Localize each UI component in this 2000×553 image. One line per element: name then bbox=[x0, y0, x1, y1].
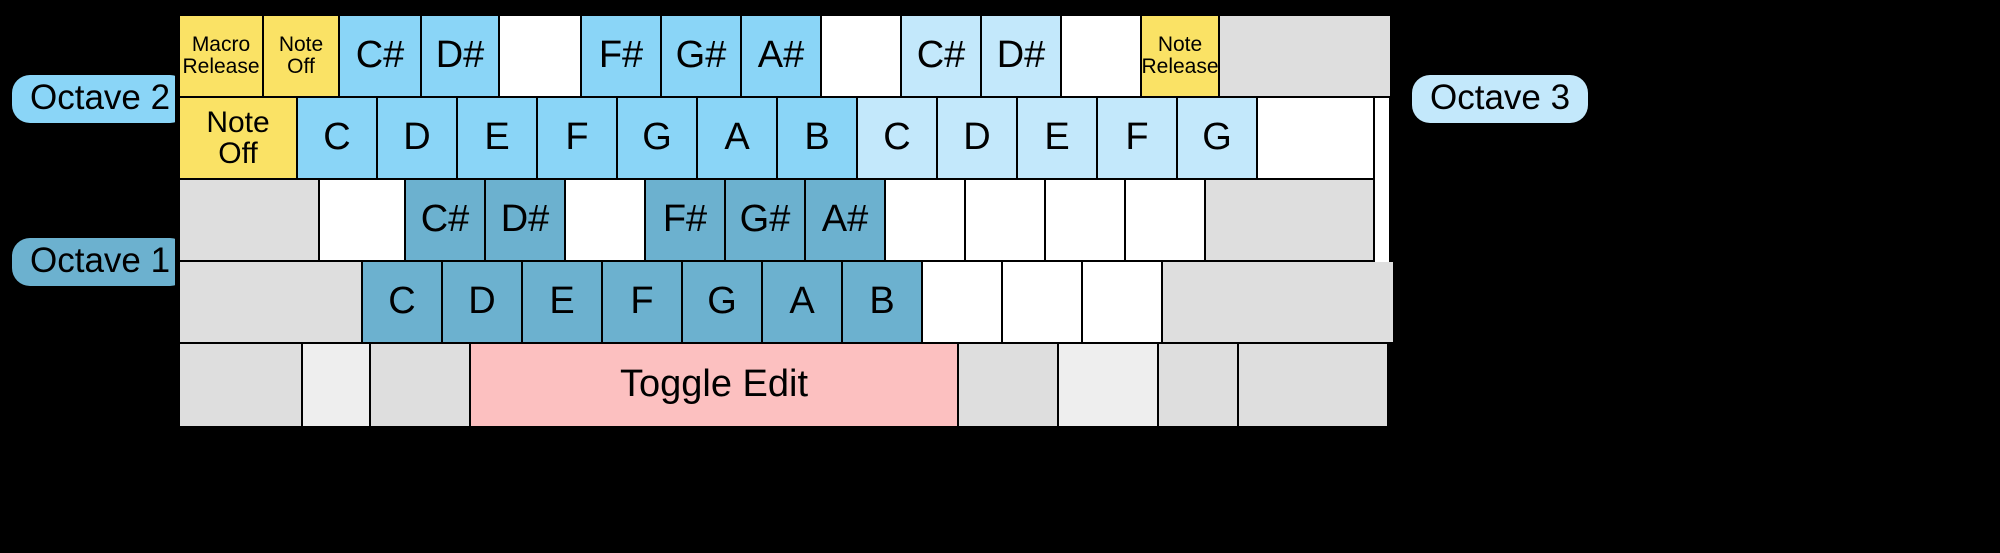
key-blank[interactable] bbox=[1163, 262, 1395, 344]
key-blank[interactable] bbox=[303, 344, 371, 426]
key-blank[interactable] bbox=[923, 262, 1003, 344]
key-blank[interactable] bbox=[500, 16, 582, 98]
key-asharp[interactable]: A# bbox=[742, 16, 822, 98]
row-home: C#D# F#G#A# bbox=[178, 180, 1395, 262]
octave-label-right-upper: Octave 3 bbox=[1412, 75, 1589, 123]
key-g[interactable]: G bbox=[1178, 98, 1258, 180]
key-blank[interactable] bbox=[1062, 16, 1142, 98]
key-blank[interactable] bbox=[178, 344, 303, 426]
key-d[interactable]: D bbox=[443, 262, 523, 344]
key-blank[interactable] bbox=[1083, 262, 1163, 344]
key-note-off[interactable]: Note Off bbox=[264, 16, 340, 98]
key-f[interactable]: F bbox=[538, 98, 618, 180]
key-c[interactable]: C bbox=[298, 98, 378, 180]
key-toggle-edit[interactable]: Toggle Edit bbox=[471, 344, 959, 426]
key-asharp[interactable]: A# bbox=[806, 180, 886, 262]
key-f[interactable]: F bbox=[1098, 98, 1178, 180]
key-gsharp[interactable]: G# bbox=[726, 180, 806, 262]
key-b[interactable]: B bbox=[778, 98, 858, 180]
key-dsharp[interactable]: D# bbox=[486, 180, 566, 262]
key-e[interactable]: E bbox=[523, 262, 603, 344]
key-blank[interactable] bbox=[1239, 344, 1389, 426]
key-dsharp[interactable]: D# bbox=[982, 16, 1062, 98]
key-blank[interactable] bbox=[886, 180, 966, 262]
octave-label-left-upper: Octave 2 bbox=[12, 75, 189, 123]
key-g[interactable]: G bbox=[683, 262, 763, 344]
key-blank[interactable] bbox=[1206, 180, 1375, 262]
key-blank[interactable] bbox=[1159, 344, 1239, 426]
key-blank[interactable] bbox=[1003, 262, 1083, 344]
key-note-off[interactable]: Note Off bbox=[178, 98, 298, 180]
key-dsharp[interactable]: D# bbox=[422, 16, 500, 98]
key-blank[interactable] bbox=[1046, 180, 1126, 262]
key-blank[interactable] bbox=[959, 344, 1059, 426]
key-blank[interactable] bbox=[371, 344, 471, 426]
key-c[interactable]: C bbox=[363, 262, 443, 344]
key-blank[interactable] bbox=[1220, 16, 1392, 98]
key-blank[interactable] bbox=[1126, 180, 1206, 262]
key-macro-release[interactable]: Macro Release bbox=[178, 16, 264, 98]
key-blank[interactable] bbox=[1059, 344, 1159, 426]
key-a[interactable]: A bbox=[698, 98, 778, 180]
key-fsharp[interactable]: F# bbox=[646, 180, 726, 262]
key-e[interactable]: E bbox=[458, 98, 538, 180]
key-blank[interactable] bbox=[178, 262, 363, 344]
key-b[interactable]: B bbox=[843, 262, 923, 344]
key-fsharp[interactable]: F# bbox=[582, 16, 662, 98]
key-g[interactable]: G bbox=[618, 98, 698, 180]
key-d[interactable]: D bbox=[378, 98, 458, 180]
key-f[interactable]: F bbox=[603, 262, 683, 344]
key-blank[interactable] bbox=[566, 180, 646, 262]
key-csharp[interactable]: C# bbox=[406, 180, 486, 262]
row-space: Toggle Edit bbox=[178, 344, 1395, 426]
key-csharp[interactable]: C# bbox=[340, 16, 422, 98]
key-blank[interactable] bbox=[822, 16, 902, 98]
key-blank[interactable] bbox=[178, 180, 320, 262]
key-a[interactable]: A bbox=[763, 262, 843, 344]
key-c[interactable]: C bbox=[858, 98, 938, 180]
key-blank[interactable] bbox=[966, 180, 1046, 262]
key-e[interactable]: E bbox=[1018, 98, 1098, 180]
key-csharp[interactable]: C# bbox=[902, 16, 982, 98]
octave-label-left-lower: Octave 1 bbox=[12, 238, 189, 286]
key-gsharp[interactable]: G# bbox=[662, 16, 742, 98]
key-note-release[interactable]: Note Release bbox=[1142, 16, 1220, 98]
key-d[interactable]: D bbox=[938, 98, 1018, 180]
key-blank[interactable] bbox=[320, 180, 406, 262]
key-blank[interactable] bbox=[1258, 98, 1375, 180]
